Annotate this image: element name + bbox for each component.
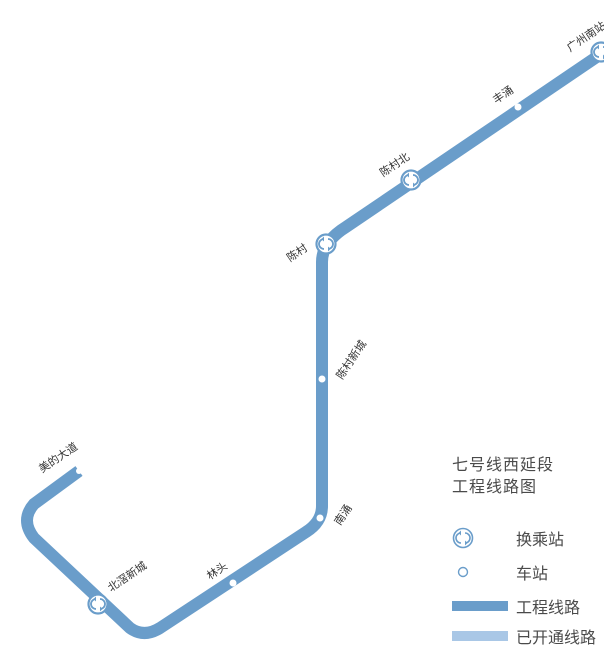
station-guangzhou-south[interactable]: 广州南站 (564, 18, 604, 61)
opened-line-swatch (452, 631, 508, 641)
station-label: 陈村 (284, 241, 310, 265)
station-icon (319, 376, 326, 383)
legend-label: 车站 (516, 560, 548, 584)
legend-label: 工程线路 (516, 594, 580, 618)
legend-item-opened: 已开通线路 (452, 626, 596, 646)
transfer-station-icon (452, 527, 474, 549)
legend-label: 换乘站 (516, 526, 564, 550)
transfer-station-icon (317, 235, 336, 254)
station-icon (515, 104, 522, 111)
transfer-station-icon (592, 43, 604, 62)
legend: 七号线西延段 工程线路图 换乘站 车站 工程线路 已开通线路 (452, 454, 554, 498)
station-label: 陈村新城 (333, 337, 369, 381)
station-beijiaoxincheng[interactable]: 北滘新城 (89, 558, 150, 613)
legend-item-transfer: 换乘站 (452, 528, 564, 548)
transfer-station-icon (89, 595, 108, 614)
station-chencunbei[interactable]: 陈村北 (377, 149, 421, 189)
station-icon (452, 561, 474, 583)
station-label: 南涌 (332, 502, 355, 528)
construction-line-swatch (452, 601, 508, 611)
legend-title-line1: 七号线西延段 (452, 454, 554, 476)
station-icon (317, 515, 324, 522)
transfer-station-icon (402, 171, 421, 190)
legend-item-station: 车站 (452, 562, 548, 582)
station-fengyong[interactable]: 丰涌 (490, 83, 521, 110)
terminal-station-icon (76, 468, 82, 474)
legend-title-line2: 工程线路图 (452, 476, 554, 498)
legend-label: 已开通线路 (516, 624, 596, 648)
station-label: 丰涌 (490, 83, 516, 106)
station-icon (230, 580, 237, 587)
legend-item-construction: 工程线路 (452, 596, 580, 616)
station-label: 北滘新城 (105, 558, 149, 594)
